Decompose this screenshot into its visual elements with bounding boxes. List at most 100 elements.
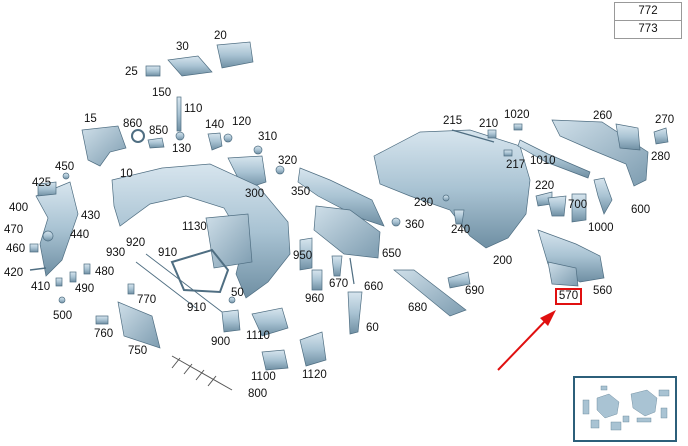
part-label[interactable]: 1020 [504,109,530,121]
part-label[interactable]: 350 [291,186,311,198]
part-690-sensor [447,271,471,289]
part-label[interactable]: 1000 [588,222,614,234]
part-label[interactable]: 50 [231,287,244,299]
part-label[interactable]: 1130 [182,221,207,233]
part-label[interactable]: 270 [655,114,675,126]
part-label[interactable]: 360 [405,219,425,231]
part-label[interactable]: 1010 [530,155,556,167]
part-label[interactable]: 240 [451,224,471,236]
part-210-clip [487,129,497,139]
part-label[interactable]: 215 [443,115,463,127]
part-label[interactable]: 860 [123,118,143,130]
part-label[interactable]: 750 [128,345,148,357]
part-label[interactable]: 450 [55,161,75,173]
part-425-block [37,181,57,197]
overview-thumbnail[interactable] [573,376,677,442]
part-label[interactable]: 900 [211,336,231,348]
part-label[interactable]: 300 [245,188,265,200]
part-217-clip [503,149,513,157]
part-920-cable [145,253,223,313]
reference-table: 772 773 [614,2,682,39]
part-label[interactable]: 1100 [251,371,276,383]
part-650-underpanel [313,205,381,259]
part-label[interactable]: 150 [152,87,172,99]
part-label[interactable]: 110 [184,103,203,115]
thumbnail-drawing [582,385,670,431]
part-label[interactable]: 260 [593,110,613,122]
part-label[interactable]: 1110 [246,330,270,342]
part-label[interactable]: 130 [172,143,192,155]
part-label[interactable]: 320 [278,155,298,167]
part-label[interactable]: 60 [366,322,379,334]
part-label[interactable]: 1120 [302,369,327,381]
part-label[interactable]: 410 [31,281,51,293]
part-label[interactable]: 930 [106,247,126,259]
part-label[interactable]: 230 [414,197,434,209]
part-label[interactable]: 425 [32,177,52,189]
part-670-stud [331,255,343,277]
part-label[interactable]: 600 [631,204,651,216]
part-310-grommet [253,145,263,155]
part-label[interactable]: 760 [94,328,114,340]
part-label[interactable]: 30 [176,41,189,53]
highlight-arrow [497,310,556,371]
part-860-seal [131,129,145,143]
reference-cell: 772 [615,3,681,21]
part-label[interactable]: 430 [81,210,101,222]
part-label[interactable]: 400 [9,202,29,214]
part-850-sensor [147,137,165,149]
part-label[interactable]: 770 [137,294,157,306]
part-label[interactable]: 920 [126,237,146,249]
part-label[interactable]: 310 [258,131,278,143]
part-10-front-bumper [111,163,291,299]
part-label[interactable]: 460 [6,243,26,255]
part-140-sensor [207,132,223,151]
part-label[interactable]: 700 [568,199,588,211]
part-label[interactable]: 470 [4,224,24,236]
part-label[interactable]: 490 [75,283,95,295]
part-label[interactable]: 500 [53,310,73,322]
part-label[interactable]: 910 [158,247,178,259]
part-label[interactable]: 850 [149,125,169,137]
part-25-clip [145,65,161,77]
part-450-clip [62,172,70,180]
part-1130-grille [205,213,253,269]
part-label[interactable]: 480 [95,266,115,278]
part-label[interactable]: 670 [329,278,349,290]
part-label[interactable]: 560 [593,285,613,297]
part-120-ring [223,133,233,143]
part-label[interactable]: 680 [408,302,428,314]
part-770-plug [127,283,135,295]
part-label[interactable]: 690 [465,285,485,297]
part-label[interactable]: 15 [84,113,97,125]
part-label[interactable]: 120 [232,116,252,128]
part-label[interactable]: 200 [493,255,513,267]
part-410-clip [55,277,63,287]
part-label[interactable]: 910 [187,302,207,314]
part-label[interactable]: 210 [479,118,499,130]
part-label[interactable]: 800 [248,388,268,400]
part-label[interactable]: 20 [214,30,227,42]
part-label[interactable]: 650 [382,248,402,260]
part-215-rod [451,129,495,143]
part-label[interactable]: 660 [364,281,384,293]
part-label[interactable]: 420 [4,267,24,279]
part-label[interactable]: 25 [125,66,138,78]
part-50-clip [228,296,236,304]
part-label[interactable]: 10 [120,168,133,180]
part-570-cover [547,261,579,287]
part-label[interactable]: 440 [70,229,90,241]
part-label[interactable]: 140 [205,119,225,131]
part-label[interactable]: 960 [305,293,325,305]
highlighted-part-box[interactable]: 570 [555,288,582,305]
part-560-exhaust-trim [537,229,605,283]
part-label[interactable]: 950 [293,250,313,262]
part-60-strip [347,291,363,335]
part-label[interactable]: 220 [535,180,555,192]
part-label[interactable]: 280 [651,151,671,163]
part-660-cable [349,257,355,285]
part-label[interactable]: 217 [506,159,526,171]
part-400-bracket [35,181,79,277]
